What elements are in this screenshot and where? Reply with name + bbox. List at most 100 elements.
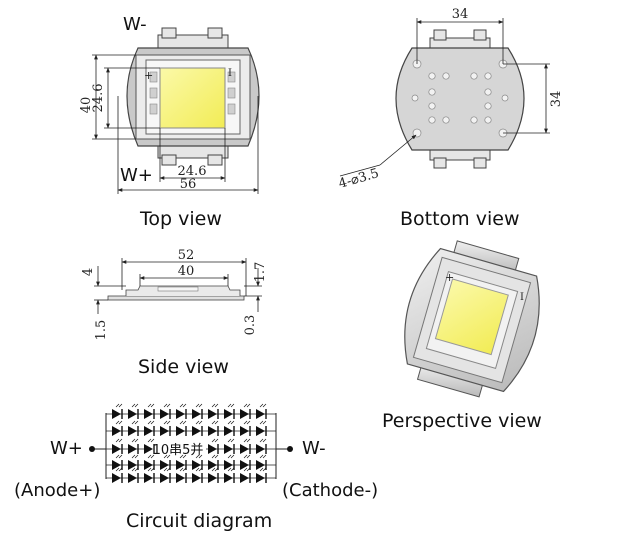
bottom-dim-holes: 4-⌀3.5 xyxy=(337,166,381,192)
led-emission-icon xyxy=(179,403,187,408)
led-diode-icon xyxy=(112,460,121,470)
led-diode-icon xyxy=(112,444,121,454)
led-diode-icon xyxy=(256,460,265,470)
led-emission-icon xyxy=(163,467,171,472)
led-diode-icon xyxy=(208,473,217,483)
led-diode-icon xyxy=(256,473,265,483)
persp-polarity-plus: + xyxy=(445,271,454,284)
top-terminal-neg-label: W- xyxy=(123,14,147,35)
led-emission-icon xyxy=(211,467,219,472)
perspective-view-drawing xyxy=(404,240,540,398)
led-emission-icon xyxy=(243,420,251,425)
led-emission-icon xyxy=(131,420,139,425)
circuit-config-label: 10串5并 xyxy=(153,443,204,458)
led-diode-icon xyxy=(240,473,249,483)
top-polarity-minus: I xyxy=(228,68,232,79)
led-emission-icon xyxy=(147,420,155,425)
led-emission-icon xyxy=(195,467,203,472)
circuit-diagram xyxy=(89,403,293,483)
led-diode-icon xyxy=(176,409,185,419)
led-emission-icon xyxy=(243,438,251,443)
led-emission-icon xyxy=(115,403,123,408)
led-diode-icon xyxy=(240,409,249,419)
top-terminal-pos-label: W+ xyxy=(120,165,153,186)
bottom-view-drawing xyxy=(395,29,525,169)
led-emission-icon xyxy=(227,454,235,459)
led-emission-icon xyxy=(179,420,187,425)
caption-side-view: Side view xyxy=(138,356,229,378)
led-diode-icon xyxy=(144,444,153,454)
led-diode-icon xyxy=(160,473,169,483)
led-diode-icon xyxy=(256,426,265,436)
led-diode-icon xyxy=(224,409,233,419)
led-diode-icon xyxy=(224,473,233,483)
led-diode-icon xyxy=(240,460,249,470)
led-diode-icon xyxy=(176,460,185,470)
led-emission-icon xyxy=(115,454,123,459)
led-diode-icon xyxy=(128,409,137,419)
led-diode-icon xyxy=(224,460,233,470)
persp-polarity-minus: I xyxy=(520,292,524,303)
led-diode-icon xyxy=(160,426,169,436)
circuit-cathode-label: (Cathode-) xyxy=(282,480,379,501)
led-emission-icon xyxy=(259,403,267,408)
circuit-anode-label: (Anode+) xyxy=(14,480,101,501)
led-emission-icon xyxy=(179,467,187,472)
led-diode-icon xyxy=(192,426,201,436)
led-diode-icon xyxy=(128,460,137,470)
bottom-dim-height: 34 xyxy=(549,91,564,108)
led-diode-icon xyxy=(160,460,169,470)
led-emission-icon xyxy=(227,467,235,472)
led-diode-icon xyxy=(128,426,137,436)
led-emission-icon xyxy=(115,420,123,425)
led-emission-icon xyxy=(195,403,203,408)
led-emission-icon xyxy=(163,454,171,459)
top-view-dimensions xyxy=(92,54,259,194)
led-emission-icon xyxy=(211,454,219,459)
led-emission-icon xyxy=(243,403,251,408)
caption-bottom-view: Bottom view xyxy=(400,208,520,230)
led-emission-icon xyxy=(211,420,219,425)
top-view-drawing xyxy=(126,27,260,166)
side-dim-total-width: 52 xyxy=(178,248,195,263)
circuit-pos-label: W+ xyxy=(50,438,83,459)
led-emission-icon xyxy=(131,467,139,472)
side-dim-inner-width: 40 xyxy=(178,264,195,279)
top-dim-height-inner: 24.6 xyxy=(91,84,106,113)
led-emission-icon xyxy=(179,454,187,459)
led-emission-icon xyxy=(259,438,267,443)
side-dim-base-left: 1.5 xyxy=(94,320,109,341)
led-diode-icon xyxy=(112,473,121,483)
led-emission-icon xyxy=(147,454,155,459)
side-view-dimensions xyxy=(94,258,262,314)
led-diode-icon xyxy=(144,409,153,419)
led-diode-icon xyxy=(128,444,137,454)
caption-circuit-diagram: Circuit diagram xyxy=(126,510,273,532)
top-dim-height-outer: 40 xyxy=(79,97,94,114)
led-emission-icon xyxy=(115,438,123,443)
caption-perspective-view: Perspective view xyxy=(382,410,542,432)
led-diode-icon xyxy=(224,426,233,436)
top-polarity-plus: + xyxy=(144,69,153,82)
led-diode-icon xyxy=(256,444,265,454)
led-emission-icon xyxy=(227,420,235,425)
led-diode-icon xyxy=(208,409,217,419)
led-emission-icon xyxy=(115,467,123,472)
led-diode-icon xyxy=(144,473,153,483)
led-diode-icon xyxy=(240,426,249,436)
led-emission-icon xyxy=(211,438,219,443)
led-emission-icon xyxy=(227,403,235,408)
led-emission-icon xyxy=(259,420,267,425)
led-diode-icon xyxy=(112,426,121,436)
led-emission-icon xyxy=(259,454,267,459)
led-diode-icon xyxy=(240,444,249,454)
led-emission-icon xyxy=(147,467,155,472)
side-dim-height-right: 1.7 xyxy=(253,262,268,283)
side-dim-base-right: 0.3 xyxy=(243,315,258,336)
led-emission-icon xyxy=(163,403,171,408)
led-diode-icon xyxy=(160,409,169,419)
led-emission-icon xyxy=(147,403,155,408)
led-diode-icon xyxy=(112,409,121,419)
led-emission-icon xyxy=(243,454,251,459)
